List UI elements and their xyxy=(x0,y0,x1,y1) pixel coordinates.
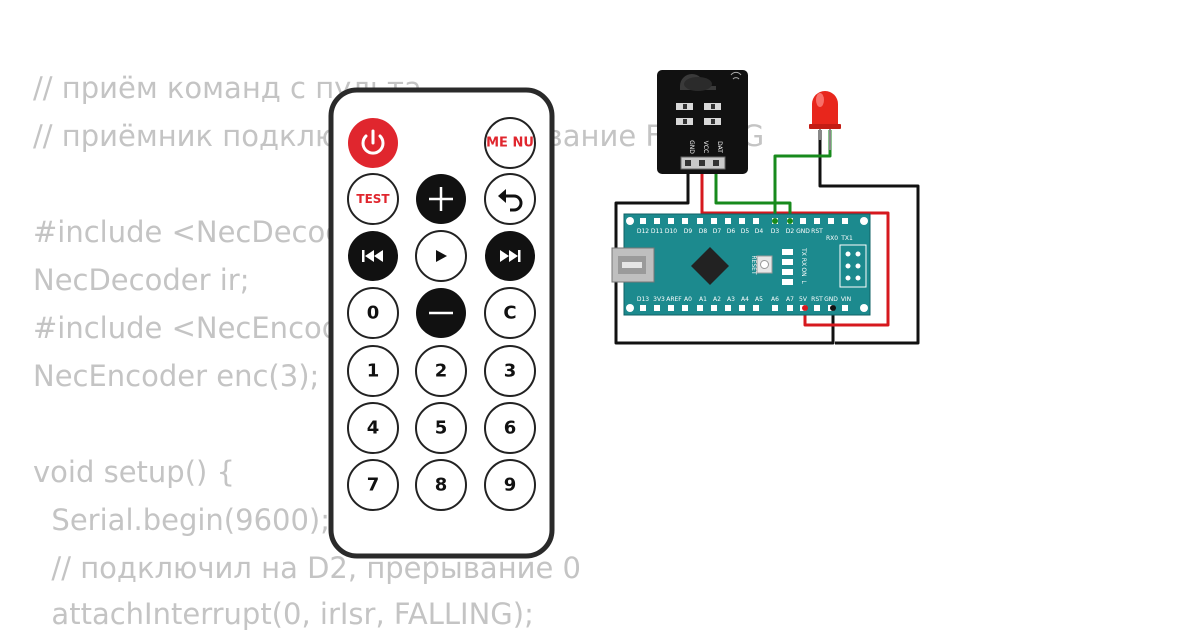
reset-button xyxy=(756,255,773,274)
bottom-pin-label: VIN xyxy=(841,296,851,303)
ir-pin-label: DAT xyxy=(716,141,723,153)
top-pin-label: D3 xyxy=(771,228,780,235)
back-button[interactable] xyxy=(484,173,536,225)
digit-button[interactable]: 1 xyxy=(347,345,399,397)
test-button[interactable]: TEST xyxy=(347,173,399,225)
fast-forward-icon xyxy=(500,250,521,262)
code-line: Serial.begin(9600); xyxy=(33,503,331,537)
fast-forward-button[interactable] xyxy=(485,231,535,281)
bottom-pin-label: A1 xyxy=(699,296,707,303)
bottom-pin-label: 5V xyxy=(799,296,808,303)
test-label: TEST xyxy=(356,192,390,206)
wire-vcc xyxy=(700,168,890,327)
play-button[interactable] xyxy=(415,230,467,282)
arduino-nano: RESET TX RX ON L D12 D11 D10 D9 D8 xyxy=(611,213,871,316)
code-line: attachInterrupt(0, irIsr, FALLING); xyxy=(33,597,534,631)
back-arrow-icon xyxy=(498,189,523,212)
power-button[interactable] xyxy=(348,118,398,168)
digit-button[interactable]: 7 xyxy=(347,459,399,511)
zero-button[interactable]: 0 xyxy=(347,287,399,339)
digit-button[interactable]: 9 xyxy=(484,459,536,511)
top-pin-label: D2 xyxy=(786,228,795,235)
bottom-pin-label: AREF xyxy=(666,296,682,303)
bottom-pin-label: A7 xyxy=(786,296,794,303)
c-button[interactable]: C xyxy=(484,287,536,339)
digit-label: 7 xyxy=(367,475,380,496)
wire-data xyxy=(714,168,792,222)
top-pin-label: D7 xyxy=(713,228,722,235)
play-icon xyxy=(436,250,447,262)
bottom-pin-label: A2 xyxy=(713,296,721,303)
usb-connector xyxy=(611,247,655,283)
icsp-header xyxy=(839,244,867,288)
bottom-pin-label: A4 xyxy=(741,296,749,303)
digit-label: 2 xyxy=(435,361,448,382)
microcontroller-chip xyxy=(691,247,729,285)
bottom-pin-label: A6 xyxy=(771,296,779,303)
menu-button[interactable]: ME NU xyxy=(484,117,536,169)
digit-label: 5 xyxy=(435,418,448,439)
minus-button[interactable] xyxy=(416,288,466,338)
menu-label: ME NU xyxy=(486,136,534,151)
digit-button[interactable]: 2 xyxy=(415,345,467,397)
digit-button[interactable]: 3 xyxy=(484,345,536,397)
red-led xyxy=(809,91,841,150)
top-pin-label: GND xyxy=(796,228,810,235)
led-label: ON xyxy=(800,267,807,276)
ir-pin-label: VCC xyxy=(702,141,709,153)
top-pin-label: RX0 xyxy=(826,235,838,242)
top-pin-label: D11 xyxy=(651,228,663,235)
led-label: RX xyxy=(800,258,807,266)
digit-label: 1 xyxy=(367,361,380,382)
top-pin-holes xyxy=(640,218,848,224)
digit-button[interactable]: 5 xyxy=(415,402,467,454)
digit-label: 6 xyxy=(504,418,517,439)
c-label: C xyxy=(503,303,516,324)
code-line: NecEncoder enc(3); xyxy=(33,359,320,393)
bottom-pin-label: A0 xyxy=(684,296,692,303)
top-pin-label: D10 xyxy=(665,228,677,235)
digit-button[interactable]: 6 xyxy=(484,402,536,454)
digit-label: 4 xyxy=(367,418,380,439)
ir-pin-label: GND xyxy=(688,140,695,154)
top-pin-label: RST xyxy=(811,228,823,235)
top-pin-label: D9 xyxy=(684,228,693,235)
top-pin-label: D12 xyxy=(637,228,649,235)
bottom-pin-label: A5 xyxy=(755,296,763,303)
top-pin-label: D4 xyxy=(755,228,764,235)
plus-button[interactable] xyxy=(416,174,466,224)
bottom-pin-label: D13 xyxy=(637,296,649,303)
top-pin-label: D8 xyxy=(699,228,708,235)
ir-remote: ME NU TEST xyxy=(328,87,555,559)
reset-label: RESET xyxy=(750,255,757,275)
bottom-pin-label: A3 xyxy=(727,296,735,303)
signal-icon xyxy=(730,71,742,80)
led-label: L xyxy=(800,280,807,284)
bottom-pin-label: RST xyxy=(811,296,823,303)
digit-label: 8 xyxy=(435,475,448,496)
digit-button[interactable]: 8 xyxy=(415,459,467,511)
top-pin-label: TX1 xyxy=(840,235,853,242)
rewind-button[interactable] xyxy=(348,231,398,281)
code-line: void setup() { xyxy=(33,455,235,489)
wire-led xyxy=(773,130,832,222)
wire-led-ground xyxy=(818,130,920,345)
digit-button[interactable]: 4 xyxy=(347,402,399,454)
digit-label: 9 xyxy=(504,475,517,496)
code-line: NecDecoder ir; xyxy=(33,263,250,297)
bottom-pin-label: GND xyxy=(824,296,838,303)
led-label: TX xyxy=(800,247,807,256)
zero-label: 0 xyxy=(367,303,380,324)
bottom-pin-holes xyxy=(640,305,848,311)
plus-icon xyxy=(429,187,453,211)
digit-label: 3 xyxy=(504,361,517,382)
rewind-icon xyxy=(362,250,383,262)
top-pin-label: D5 xyxy=(741,228,750,235)
top-pin-label: D6 xyxy=(727,228,736,235)
ir-receiver-module: GND VCC DAT xyxy=(657,70,748,174)
bottom-pin-label: 3V3 xyxy=(653,296,665,303)
power-icon xyxy=(361,129,385,155)
